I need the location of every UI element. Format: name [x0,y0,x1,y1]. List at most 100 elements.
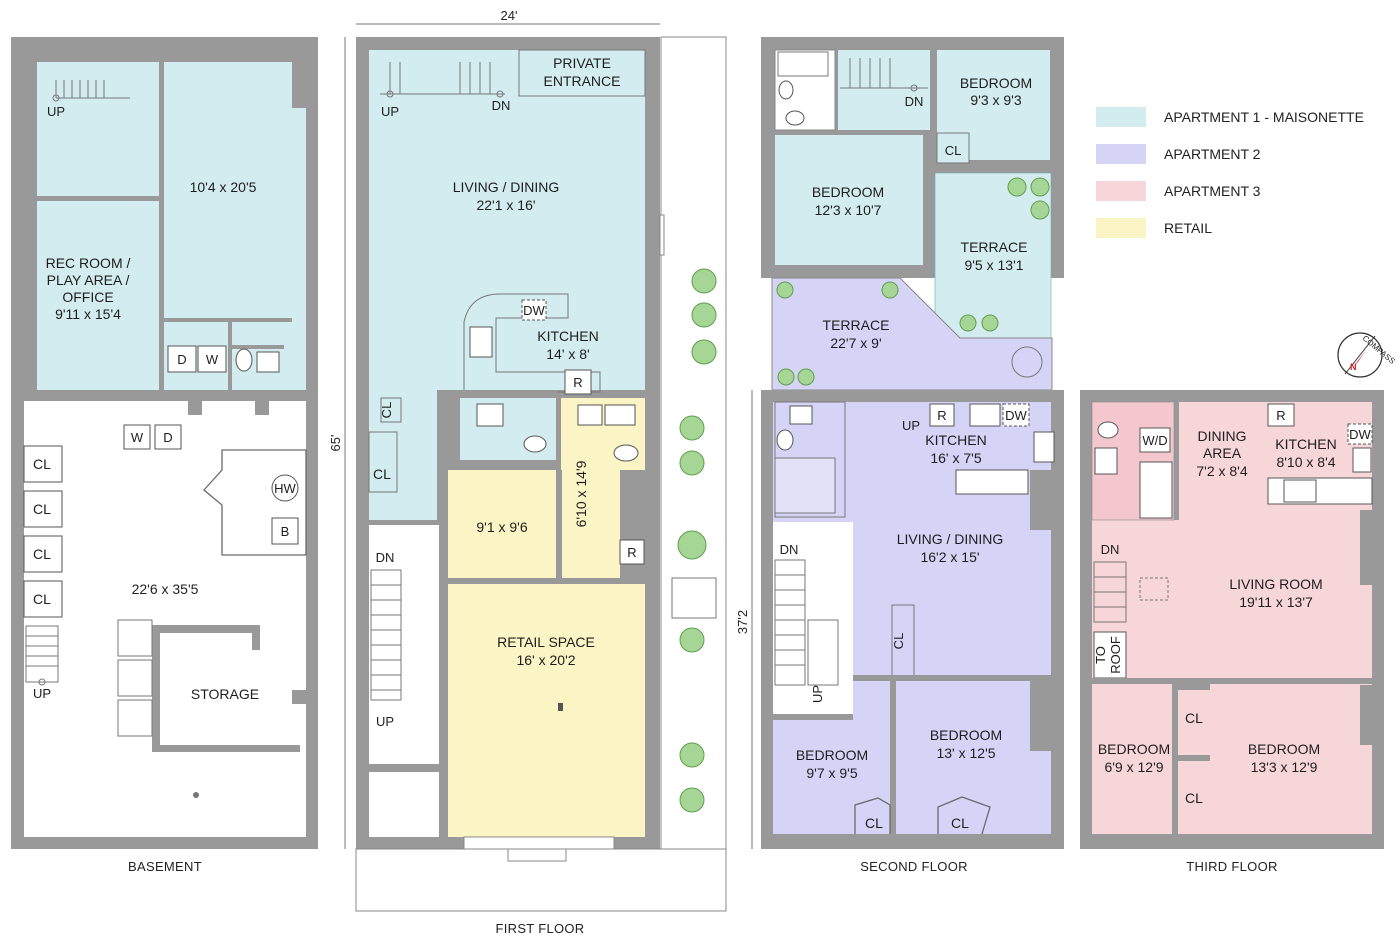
legend-swatch-apartment-3 [1096,181,1146,201]
third-dw-label: DW [1349,427,1371,442]
third-floor-title: THIRD FLOOR [1186,859,1277,874]
legend: APARTMENT 1 - MAISONETTE APARTMENT 2 APA… [1096,107,1364,238]
first-fridge-label-2: R [627,545,636,560]
third-dining-label-1: DINING [1198,428,1247,444]
room-dim-10-4: 10'4 x 20'5 [190,179,257,195]
third-roof-label: ROOF [1108,636,1123,674]
rec-room-label-2: PLAY AREA / [47,272,130,288]
third-bedroom-1-label: BEDROOM [1098,741,1170,757]
mechanical-room [203,449,307,556]
stair-first-top [380,62,505,98]
rec-room-label-1: REC ROOM / [46,255,131,271]
kitchen-island [955,469,1029,495]
legend-swatch-apartment-2 [1096,144,1146,164]
third-kitchen-label: KITCHEN [1275,436,1336,452]
boiler-label: B [281,524,290,539]
second-bedroom-4-dim: 13' x 12'5 [936,745,995,761]
third-closet-2: CL [1185,790,1203,806]
first-closet-label-2: CL [373,466,391,482]
basement-plan: D W UP REC ROOM / PLAY AREA / OFFICE 9'1… [11,37,318,874]
second-floor-title: SECOND FLOOR [860,859,968,874]
terrace-1 [934,172,1052,339]
stair-second-top [840,58,928,92]
terrace-plantings [776,177,1050,386]
stair-first-hall [370,569,402,701]
living-dining [369,50,645,390]
legend-label-apartment-3: APARTMENT 3 [1164,183,1261,199]
first-dn-label: DN [492,98,511,113]
third-floor-plan: W/D DINING AREA 7'2 x 8'4 R KITCHEN 8'10… [1080,390,1384,874]
first-toilet-icon [523,435,547,453]
stair-second-hall [774,559,839,686]
second-fridge-label: R [937,408,946,423]
legend-label-apartment-2: APARTMENT 2 [1164,146,1261,162]
third-kitchen-dim: 8'10 x 8'4 [1276,454,1335,470]
second-stair-hall [773,522,853,714]
second-bedroom-2-dim: 12'3 x 10'7 [815,202,882,218]
second-living-label: LIVING / DINING [897,531,1004,547]
first-kitchen-dim: 14' x 8' [546,346,589,362]
second-bedroom-1-dim: 9'3 x 9'3 [970,92,1021,108]
third-wd-label: W/D [1142,433,1167,448]
third-dining-label-2: AREA [1203,445,1242,461]
third-living-dim: 19'11 x 13'7 [1239,594,1313,610]
second-up-label: UP [902,418,920,433]
shower-icon [774,457,836,514]
toilet-icon [235,348,253,372]
private-entrance-label-1: PRIVATE [553,55,611,71]
legend-swatch-retail [1096,218,1146,238]
second-bedroom-4-label: BEDROOM [930,727,1002,743]
basement-title: BASEMENT [128,859,202,874]
rec-room [37,62,159,390]
second-bedroom-2-label: BEDROOM [812,184,884,200]
second-closet-vertical: CL [891,633,906,650]
storage-label: STORAGE [191,686,259,702]
up-label-bottom: UP [33,686,51,701]
second-bedroom-3-dim: 9'7 x 9'5 [806,765,857,781]
terrace-1-label: TERRACE [961,239,1028,255]
closet-label-1: CL [33,456,51,472]
third-bedroom-2-label: BEDROOM [1248,741,1320,757]
second-kitchen-label: KITCHEN [925,432,986,448]
closet-label-2: CL [33,501,51,517]
second-floor-plan: DN BEDROOM 9'3 x 9'3 CL BEDROOM 12'3 x 1… [761,37,1064,874]
washer [197,345,227,373]
first-room-b-dim: 6'10 x 14'9 [573,460,589,527]
first-closet-label-1: CL [379,402,394,419]
second-kitchen-dim: 16' x 7'5 [930,450,981,466]
first-floor-title: FIRST FLOOR [495,921,584,936]
side-yard-plantings [677,268,717,813]
stove-icon [469,326,493,358]
first-fridge-label: R [573,375,582,390]
second-dw-label: DW [1005,408,1027,423]
second-stove-icon [969,403,1001,427]
basement-closets [23,445,63,618]
bathtub-icon [777,51,829,77]
up-label-top: UP [47,104,65,119]
dryer [167,345,197,373]
hot-water-heater-icon [271,474,299,502]
hot-water-label: HW [274,481,296,496]
first-hall-dn-label: DN [376,550,395,565]
stair-up-basement-top [52,80,130,102]
second-bedroom-3-label: BEDROOM [796,747,868,763]
first-living-label: LIVING / DINING [453,179,560,195]
storage-doors [117,619,153,737]
compass-north: N [1350,362,1357,372]
third-dn-label: DN [1101,542,1120,557]
first-hall-up-label: UP [376,714,394,729]
private-entrance-label-2: ENTRANCE [543,73,620,89]
third-stove-icon [1283,479,1317,503]
third-closet-1: CL [1185,710,1203,726]
third-living-label: LIVING ROOM [1229,576,1322,592]
terrace-1-dim: 9'5 x 13'1 [964,257,1023,273]
floor-drain-icon [193,792,199,798]
second-hall-up-label: UP [810,685,825,703]
second-closet-top: CL [945,143,962,158]
private-entrance [518,49,646,97]
third-bedroom-1-dim: 6'9 x 12'9 [1104,759,1163,775]
second-living-dim: 16'2 x 15' [920,549,979,565]
first-kitchen-label: KITCHEN [537,328,598,344]
dimension-depth: 65' [328,435,343,452]
